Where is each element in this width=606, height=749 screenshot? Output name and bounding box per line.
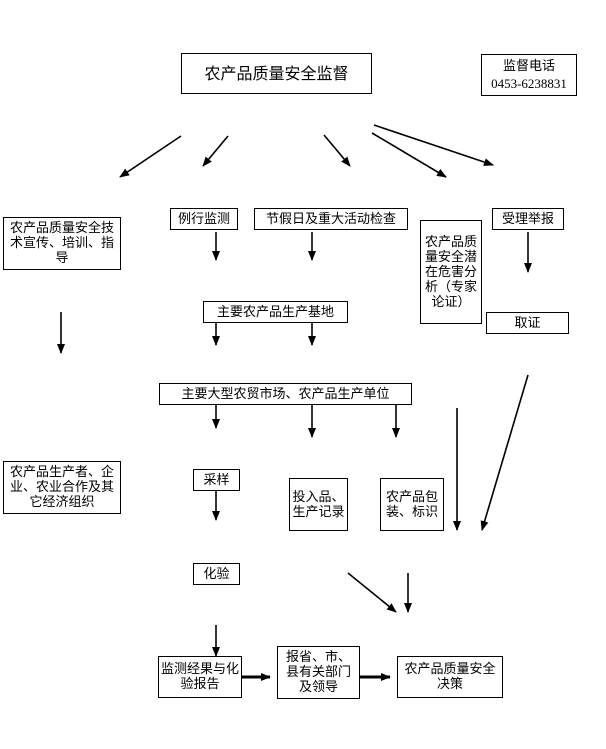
node-test-report: 监测经果与化验报告 [158, 656, 242, 698]
hotline-label: 监督电话 [502, 59, 555, 74]
arrow-evidence-down [480, 374, 529, 531]
node-accept-reports: 受理举报 [492, 208, 564, 230]
arrow-title-to-reports [373, 124, 494, 166]
node-packaging-labels: 农产品包装、标识 [380, 478, 444, 531]
node-lab-test: 化验 [193, 563, 240, 585]
node-risk-analysis: 农产品质量安全潜在危害分析（专家论证） [420, 220, 482, 324]
node-markets-units: 主要大型农贸市场、农产品生产单位 [159, 383, 412, 405]
node-production-bases: 主要农产品生产基地 [203, 301, 348, 323]
arrow-diag-to-decision [347, 572, 397, 613]
node-holiday-inspection: 节假日及重大活动检查 [254, 208, 408, 230]
node-safety-decision: 农产品质量安全决策 [397, 656, 503, 698]
node-routine-monitoring: 例行监测 [170, 208, 238, 230]
node-report-leaders: 报省、市、县有关部门及领导 [277, 646, 360, 699]
node-evidence: 取证 [486, 312, 569, 334]
arrow-title-to-risk [371, 132, 447, 178]
node-tech-training: 农产品质量安全技术宣传、培训、指导 [3, 217, 121, 270]
arrow-title-to-routine [202, 135, 229, 167]
hotline-box: 监督电话 0453-6238831 [481, 54, 577, 96]
arrow-title-to-holiday [323, 134, 351, 167]
hotline-number: 0453-6238831 [491, 76, 567, 91]
title-box: 农产品质量安全监督 [181, 53, 372, 94]
node-input-records: 投入品、生产记录 [289, 478, 348, 531]
node-producers: 农产品生产者、企业、农业合作及其它经济组织 [3, 461, 121, 514]
arrow-title-to-training [119, 135, 182, 178]
node-sampling: 采样 [193, 469, 240, 491]
